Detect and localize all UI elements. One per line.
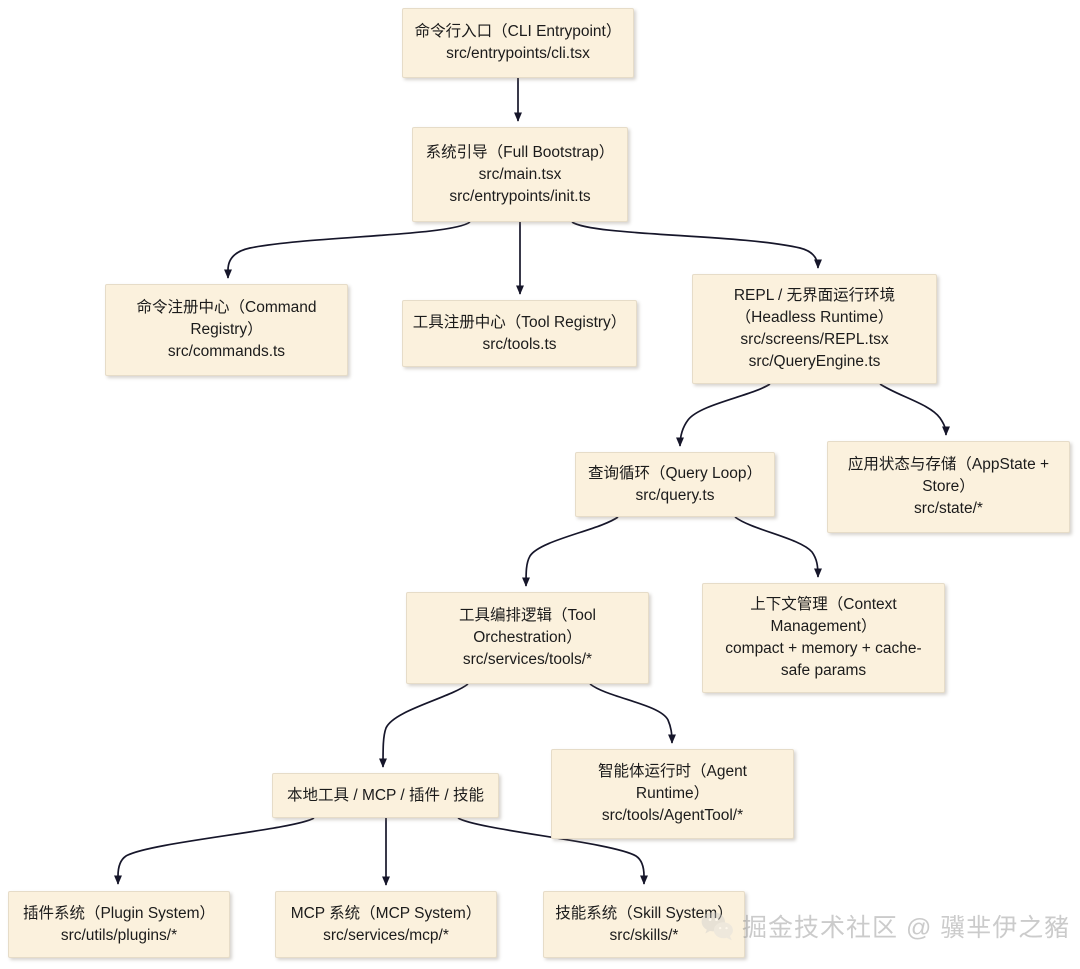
node-plugin-system[interactable]: 插件系统（Plugin System） src/utils/plugins/*: [8, 891, 230, 958]
edge-bootstrap-to-repl: [571, 221, 822, 269]
node-tool-registry-line-1: src/tools.ts: [482, 335, 557, 353]
node-tool-registry[interactable]: 工具注册中心（Tool Registry） src/tools.ts: [402, 300, 637, 367]
node-skill-system-line-0: 技能系统（Skill System）: [555, 904, 733, 922]
node-app-state-store-line-1: Store）: [922, 478, 975, 495]
edge-query-loop-to-tool-orchestration: [522, 516, 619, 587]
node-mcp-system-line-0: MCP 系统（MCP System）: [290, 904, 482, 922]
node-full-bootstrap-line-1: src/main.tsx: [478, 165, 562, 183]
node-cli-entrypoint-line-1: src/entrypoints/cli.tsx: [446, 45, 590, 62]
node-app-state-store-line-2: src/state/*: [914, 500, 983, 517]
node-mcp-system-line-1: src/services/mcp/*: [323, 926, 449, 944]
edge-tool-orchestration-to-agent-runtime: [589, 683, 676, 744]
node-context-management-line-0: 上下文管理（Context: [750, 596, 897, 613]
edge-bootstrap-to-command-registry: [224, 221, 471, 279]
node-agent-runtime-line-1: Runtime）: [635, 785, 710, 802]
node-mcp-system[interactable]: MCP 系统（MCP System） src/services/mcp/*: [275, 891, 497, 958]
node-query-loop-line-1: src/query.ts: [635, 486, 715, 504]
node-agent-runtime[interactable]: 智能体运行时（Agent Runtime） src/tools/AgentToo…: [551, 749, 794, 839]
watermark: 掘金技术社区 @ 骥芈伊之豬: [700, 908, 1070, 944]
edge-query-loop-to-context-management: [734, 516, 822, 578]
node-command-registry-line-1: Registry）: [190, 321, 263, 338]
watermark-text: 掘金技术社区 @ 骥芈伊之豬: [742, 914, 1071, 942]
node-context-management[interactable]: 上下文管理（Context Management） compact + memo…: [702, 583, 945, 693]
node-repl-headless-runtime-line-3: src/QueryEngine.ts: [748, 353, 881, 370]
node-tool-orchestration-line-0: 工具编排逻辑（Tool: [459, 607, 596, 624]
node-repl-headless-runtime-line-1: （Headless Runtime）: [735, 309, 894, 326]
node-context-management-line-3: safe params: [780, 662, 867, 679]
node-skill-system-line-1: src/skills/*: [609, 926, 679, 944]
node-local-tools-line-0: 本地工具 / MCP / 插件 / 技能: [287, 786, 484, 804]
node-tool-registry-line-0: 工具注册中心（Tool Registry）: [412, 313, 627, 331]
node-command-registry-line-0: 命令注册中心（Command: [136, 299, 317, 316]
node-local-tools-mcp-plugins-skills[interactable]: 本地工具 / MCP / 插件 / 技能: [272, 773, 499, 818]
node-query-loop[interactable]: 查询循环（Query Loop） src/query.ts: [575, 452, 775, 517]
node-repl-headless-runtime[interactable]: REPL / 无界面运行环境 （Headless Runtime） src/sc…: [692, 274, 937, 384]
node-cli-entrypoint[interactable]: 命令行入口（CLI Entrypoint） src/entrypoints/cl…: [402, 8, 634, 78]
node-app-state-store[interactable]: 应用状态与存储（AppState + Store） src/state/*: [827, 441, 1070, 533]
edge-tool-orchestration-to-local-tools: [379, 683, 469, 768]
node-full-bootstrap[interactable]: 系统引导（Full Bootstrap） src/main.tsx src/en…: [412, 127, 628, 222]
node-full-bootstrap-line-0: 系统引导（Full Bootstrap）: [425, 143, 615, 161]
edge-local-tools-to-plugin-system: [114, 817, 315, 885]
node-repl-headless-runtime-line-2: src/screens/REPL.tsx: [740, 331, 889, 348]
node-command-registry-line-2: src/commands.ts: [167, 343, 286, 360]
node-command-registry[interactable]: 命令注册中心（Command Registry） src/commands.ts: [105, 284, 348, 376]
node-tool-orchestration-line-1: Orchestration）: [473, 629, 582, 646]
node-full-bootstrap-line-2: src/entrypoints/init.ts: [449, 187, 591, 205]
node-skill-system[interactable]: 技能系统（Skill System） src/skills/*: [543, 891, 745, 958]
node-plugin-system-line-0: 插件系统（Plugin System）: [22, 904, 216, 922]
node-plugin-system-line-1: src/utils/plugins/*: [60, 926, 178, 944]
node-agent-runtime-line-2: src/tools/AgentTool/*: [601, 807, 744, 824]
node-context-management-line-1: Management）: [770, 618, 877, 635]
node-context-management-line-2: compact + memory + cache-: [725, 640, 922, 657]
node-tool-orchestration-line-2: src/services/tools/*: [462, 651, 593, 668]
edge-repl-to-app-state: [879, 383, 950, 436]
node-query-loop-line-0: 查询循环（Query Loop）: [588, 464, 762, 482]
edge-repl-to-query-loop: [676, 383, 771, 447]
node-cli-entrypoint-line-0: 命令行入口（CLI Entrypoint）: [414, 23, 622, 40]
node-tool-orchestration[interactable]: 工具编排逻辑（Tool Orchestration） src/services/…: [406, 592, 649, 684]
node-agent-runtime-line-0: 智能体运行时（Agent: [597, 763, 747, 780]
node-repl-headless-runtime-line-0: REPL / 无界面运行环境: [733, 287, 896, 304]
node-app-state-store-line-0: 应用状态与存储（AppState +: [847, 456, 1050, 473]
